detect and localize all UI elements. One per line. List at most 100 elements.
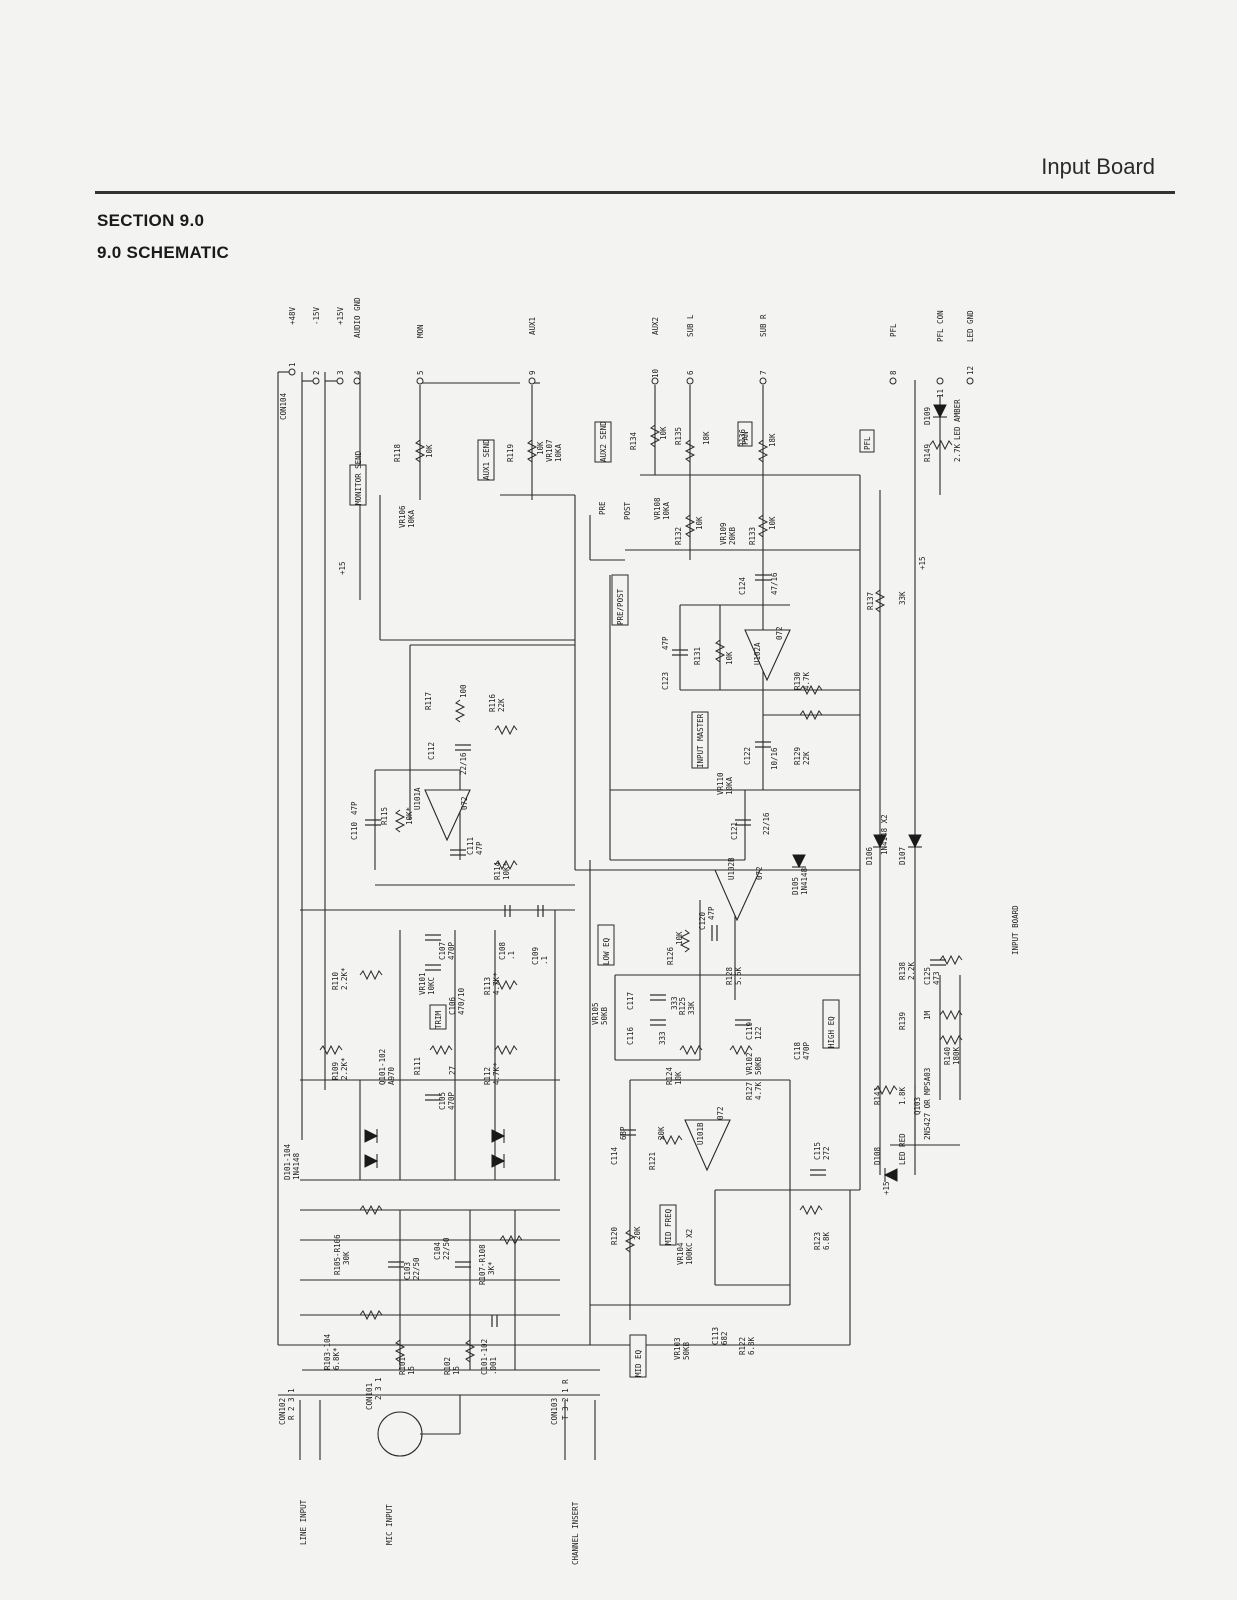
c120-label: C120 [698,911,707,930]
r126-value: 10K [675,931,684,945]
plus15-label-a: +15 [338,561,347,575]
d107-label: D107 [898,847,907,865]
section-label: SECTION 9.0 [97,211,205,230]
c117-value: 333 [670,996,679,1010]
c108-label: C108 [498,941,507,960]
r128-value: 5.6K [734,966,743,985]
box-label-low-eq: LOW EQ [602,937,611,965]
c125-value: 473 [932,971,941,985]
r130-label: R130 [793,671,802,690]
r114-label: R114 [493,861,502,880]
box-label-high-eq: HIGH EQ [827,1016,836,1048]
vr102-label: VR102 [745,1052,754,1075]
r103-label: R103-104 [323,1333,332,1370]
c103-label: C103 [403,1262,412,1280]
vr106-label: VR106 [398,505,407,528]
box-label-monitor-send: MONITOR SEND [354,450,363,505]
c109-value: .1 [540,956,549,965]
pin-num: 8 [889,370,898,375]
vr101-value: 10KC [427,977,436,995]
r129-value: 22K [802,751,811,765]
pin-label: +48V [288,306,297,325]
c113-label: C113 [711,1327,720,1345]
c110-value: 47P [350,801,359,815]
r134-label: R134 [629,431,638,450]
con101-pins: 2 3 1 [374,1377,383,1400]
d108-label: D108 [873,1146,882,1165]
r139-value: 1M [923,1010,932,1020]
function-boxes [349,421,875,1378]
r149-value: 2.7K [953,443,962,462]
pin-num: 11 [936,389,945,398]
c103-value: 22/50 [412,1257,421,1280]
r137-label: R137 [866,592,875,610]
box-label-mid-eq: MID EQ [634,1349,643,1377]
r117-label: R117 [424,692,433,710]
c114-label: C114 [610,1146,619,1165]
header-rule [95,191,1175,194]
pin-num: 7 [759,370,768,375]
c105-value: 470P [447,1091,456,1110]
pin-label: PFL [889,323,898,337]
d105-label: D105 [791,877,800,895]
led-amber-label: LED AMBER [953,399,962,440]
c119-value: 122 [754,1026,763,1040]
r107-value: 3K* [487,1261,496,1275]
r129-label: R129 [793,747,802,765]
r118-label: R118 [393,443,402,462]
schematic-labels: CON104 1 +48V 2 -15V 3 +15V 4 AUDIO GND … [278,297,1020,1565]
c121-value: 22/16 [762,812,771,835]
resistors [319,424,963,1363]
box-label-aux1-send: AUX1 SEND [482,439,491,480]
pin-label: -15V [312,306,321,325]
r117-value: 100 [459,684,468,698]
r105-value: 30K [342,1251,351,1265]
c111-label: C111 [466,837,475,855]
c114-value: 68P [619,1126,628,1140]
r130-value: 4.7K [802,671,811,690]
box-label-pan: PAN [741,431,750,445]
vr109-label: VR109 [719,522,728,545]
r127-label: R127 [745,1082,754,1100]
pin-num: 6 [686,370,695,375]
pin-num: 1 [288,362,297,367]
vr103-value: 50KB [682,1341,691,1360]
connector-terminals [288,368,974,385]
c118-value: 470P [802,1041,811,1060]
r137-value: 33K [898,591,907,605]
r133-value: 10K [768,516,777,530]
vr106-value: 10KA [407,509,416,528]
plus15-label-b: +15 [918,556,927,570]
q101-value: A970 [387,1066,396,1085]
c109-label: C109 [531,947,540,965]
pin-num: 2 [312,370,321,375]
c113-value: 682 [720,1331,729,1345]
plus15-label-c: +15 [882,1181,891,1195]
box-label-aux2-send: AUX2 SEND [599,421,608,462]
r128-label: R128 [725,966,734,985]
pin-num: 3 [336,370,345,375]
r102-value: 15 [452,1366,461,1375]
r110-label: R110 [331,971,340,990]
r135-label: R135 [674,427,683,445]
u101b-label: U101B [696,1122,705,1145]
r119-value: 10K [536,441,545,455]
c116-value: 333 [658,1031,667,1045]
c112-label: C112 [427,742,436,760]
r125-label: R125 [678,997,687,1015]
r124-label: R124 [665,1066,674,1085]
r127-value: 4.7K [754,1081,763,1100]
r120-value: 20K [633,1226,642,1240]
section-title: 9.0 SCHEMATIC [97,243,230,262]
con104-label: CON104 [279,392,288,420]
r138-label: R138 [898,961,907,980]
r115-label: R115 [380,807,389,825]
pin-num: 12 [966,366,975,375]
line-input-label: LINE INPUT [299,1499,308,1545]
con103-label: CON103 [550,1398,559,1425]
led-red-label: LED RED [898,1133,907,1165]
r121-value: 20K [657,1126,666,1140]
box-label-mid-freq: MID FREQ [664,1208,673,1245]
c122-label: C122 [743,747,752,765]
vr101-label: VR101 [418,972,427,995]
